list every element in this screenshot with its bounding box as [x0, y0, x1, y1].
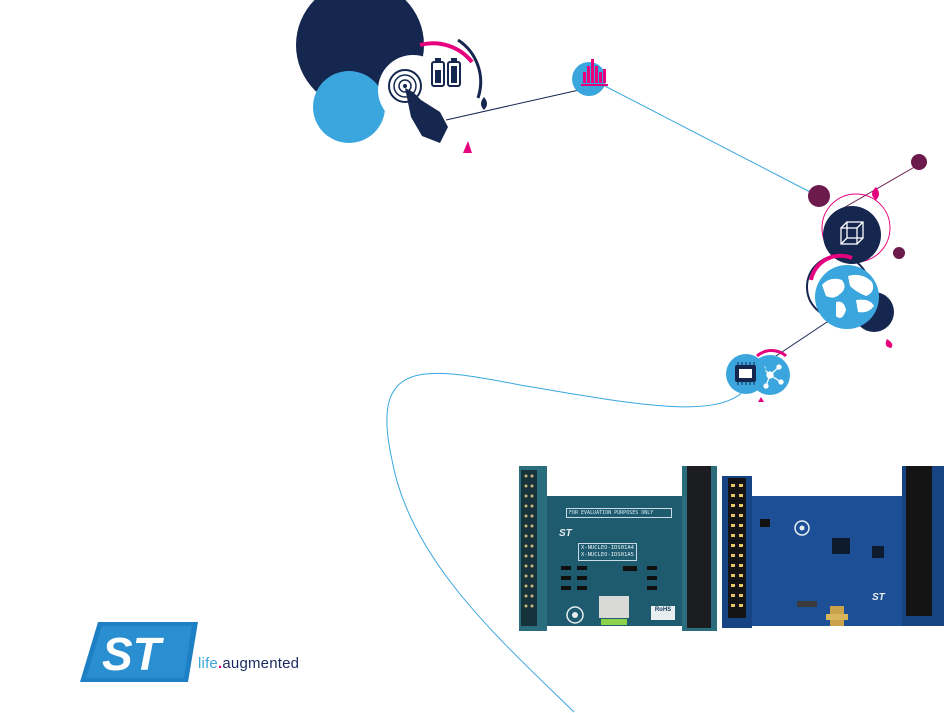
tagline-augmented: augmented: [222, 655, 299, 672]
board-title: FOR EVALUATION PURPOSES ONLY: [566, 508, 672, 518]
droplet: [886, 339, 893, 348]
plum-dot: [911, 154, 927, 170]
plum-dot: [893, 247, 905, 259]
light-blue-circle: [313, 71, 385, 143]
board-st-logo: ST: [872, 592, 886, 603]
expansion-board-right: ST: [722, 466, 944, 631]
st-logo-letters: ST: [102, 628, 165, 680]
brand-tagline: life.augmented: [198, 655, 299, 672]
droplet: [758, 397, 764, 402]
board-name-a4: X-NUCLEO-IDS01A4: [581, 545, 634, 552]
board-name-a5: X-NUCLEO-IDS01A5: [581, 552, 634, 559]
plum-dot: [808, 185, 830, 207]
connector-line: [770, 318, 833, 360]
droplet: [463, 141, 472, 153]
chip-icon: [735, 362, 756, 385]
board-names: X-NUCLEO-IDS01A4 X-NUCLEO-IDS01A5: [578, 543, 637, 561]
st-logo: ST: [80, 620, 330, 684]
connector-line: [601, 84, 814, 194]
rohs-badge: RoHS: [651, 606, 675, 620]
connector-line: [446, 88, 588, 120]
tagline-life: life: [198, 655, 218, 672]
globe-icon: [815, 265, 879, 329]
droplet: [481, 97, 487, 110]
board-st-logo: ST: [559, 528, 573, 539]
